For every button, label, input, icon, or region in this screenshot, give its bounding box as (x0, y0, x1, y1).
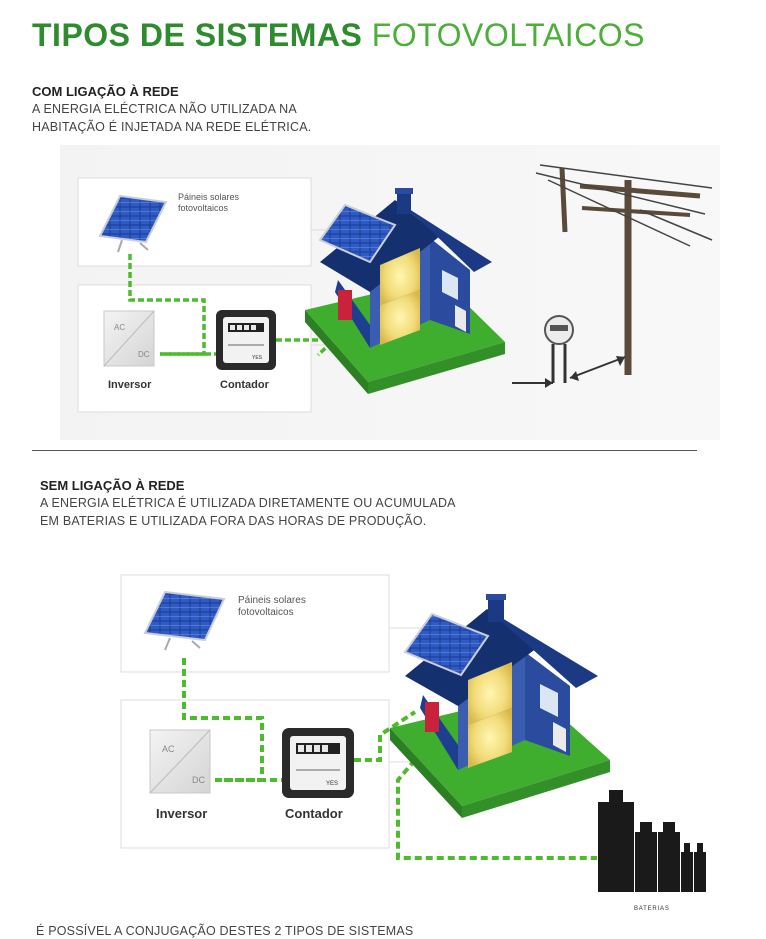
footer-note: É POSSÍVEL A CONJUGAÇÃO DESTES 2 TIPOS D… (36, 924, 414, 938)
section-divider (32, 450, 697, 451)
meter-icon-2: YES (282, 728, 354, 798)
section2-line1: A ENERGIA ELÉTRICA É UTILIZADA DIRETAMEN… (40, 496, 456, 510)
section2-line2: EM BATERIAS E UTILIZADA FORA DAS HORAS D… (40, 514, 427, 528)
roof-panel-2 (403, 612, 490, 677)
meter-label: Contador (220, 379, 270, 391)
solar-panel-icon-2 (143, 590, 226, 651)
panel-label-line2: fotovoltaicos (178, 203, 229, 213)
grid-tied-diagram: Páineis solares fotovoltaicos AC DC Inve… (60, 145, 720, 440)
inverter-dc-label-2: DC (192, 775, 205, 785)
inverter-label-2: Inversor (156, 806, 207, 821)
meter-icon: YES (216, 310, 276, 370)
inverter-ac-label-2: AC (162, 744, 175, 754)
meter-brand-text-2: YES (326, 781, 338, 787)
section1-heading: COM LIGAÇÃO À REDE (32, 84, 179, 99)
meter-brand-text: YES (252, 355, 263, 361)
panel-label-2-line1: Páineis solares (238, 595, 306, 606)
batteries-label: BATERIAS (634, 906, 670, 912)
off-grid-diagram: Páineis solares fotovoltaicos AC DC Inve… (120, 574, 706, 912)
panel-label-2-line2: fotovoltaicos (238, 607, 294, 618)
section1-line1: A ENERGIA ELÉCTRICA NÃO UTILIZADA NA (32, 102, 297, 116)
dc-wiring-2 (182, 658, 597, 860)
inverter-dc-label: DC (138, 350, 150, 359)
meter-label-2: Contador (285, 806, 343, 821)
inverter-icon-2: AC DC (149, 729, 211, 794)
batteries-icon (598, 790, 706, 892)
house-illustration-2 (390, 594, 610, 818)
page-title: TIPOS DE SISTEMAS FOTOVOLTAICOS (32, 16, 645, 54)
inverter-icon: AC DC (103, 310, 155, 367)
solar-panel-icon (98, 194, 168, 253)
utility-pole (535, 164, 713, 375)
panel-label-line1: Páineis solares (178, 192, 240, 202)
house-illustration (305, 188, 505, 394)
title-bold: TIPOS DE SISTEMAS (32, 17, 363, 53)
grid-meter-icon (512, 315, 626, 388)
inverter-ac-label: AC (114, 323, 125, 332)
inverter-label: Inversor (108, 379, 152, 391)
section1-line2: HABITAÇÃO É INJETADA NA REDE ELÉTRICA. (32, 120, 312, 134)
section2-heading: SEM LIGAÇÃO À REDE (40, 478, 185, 493)
roof-panel (318, 203, 397, 264)
title-light: FOTOVOLTAICOS (371, 17, 645, 53)
